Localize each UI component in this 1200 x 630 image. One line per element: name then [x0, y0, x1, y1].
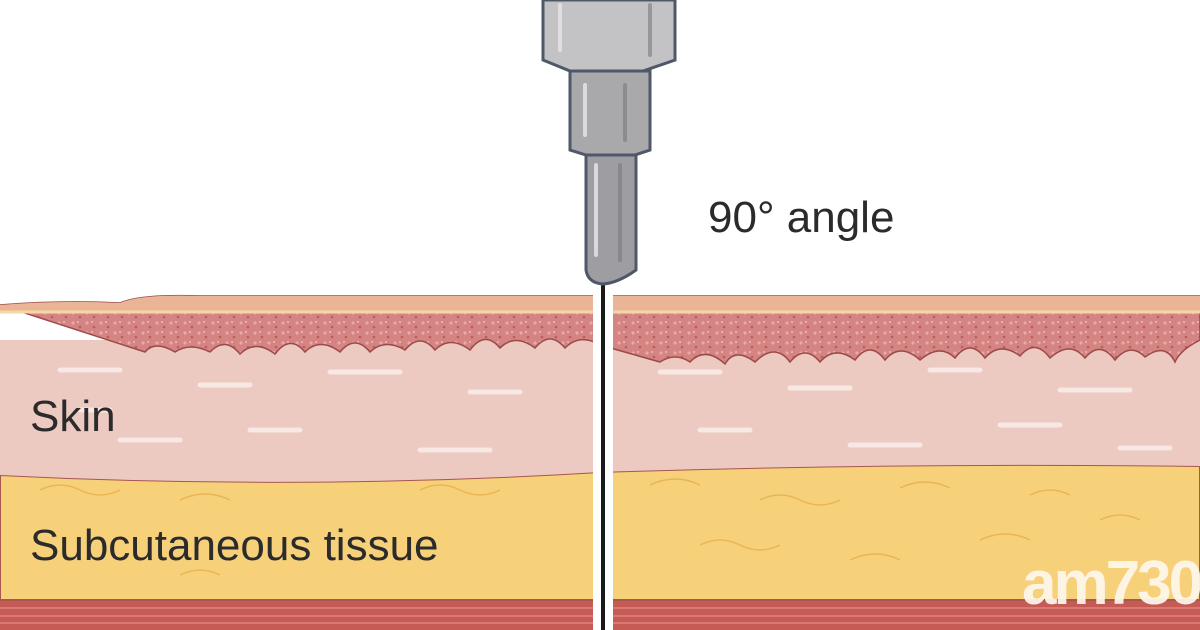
angle-label: 90° angle [708, 193, 895, 242]
watermark-logo: am730 [1022, 549, 1200, 618]
skin-label: Skin [30, 392, 116, 441]
needle [601, 280, 605, 630]
subcutaneous-tissue-label: Subcutaneous tissue [30, 521, 439, 570]
injection-pen [541, 0, 677, 286]
